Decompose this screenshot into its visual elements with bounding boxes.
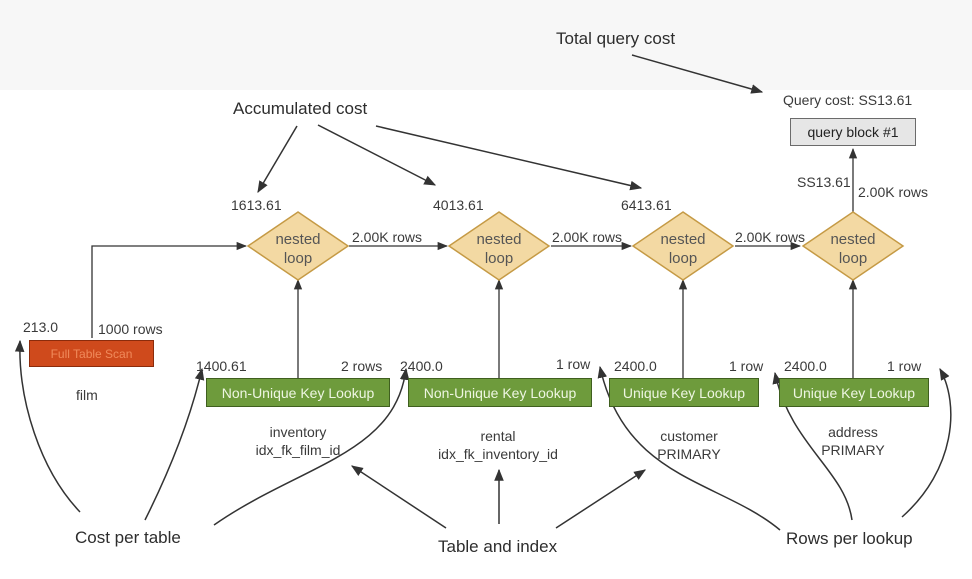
- arrow-index-1: [350, 465, 447, 529]
- query-block-cost: SS13.61: [797, 174, 851, 190]
- lookup-1-label: Non-Unique Key Lookup: [221, 384, 375, 401]
- lookup-4-index: PRIMARY: [821, 442, 885, 458]
- lookup-3-rows: 1 row: [729, 358, 764, 374]
- arrow-acc-3: [375, 125, 643, 191]
- lookup-4-node[interactable]: Unique Key Lookup: [779, 378, 929, 407]
- full-table-scan-node[interactable]: Full Table Scan: [29, 340, 154, 367]
- arrow-cost-to-lookup2: [213, 367, 410, 526]
- lookup-2-cost: 2400.0: [400, 358, 443, 374]
- arrow-total-cost: [631, 54, 764, 94]
- arrow-acc-2: [317, 124, 437, 186]
- lookup-3-table: customer: [660, 428, 718, 444]
- arrow-cost-to-lookup1: [144, 367, 205, 521]
- arrow-acc-1: [257, 125, 298, 194]
- lookup-3-cost: 2400.0: [614, 358, 657, 374]
- arrow-scan-to-loop1: [91, 241, 248, 338]
- annotation-rows-per-lookup: Rows per lookup: [786, 529, 913, 548]
- lookup-1-index: idx_fk_film_id: [255, 442, 341, 458]
- annotation-cost-per-table: Cost per table: [75, 528, 181, 547]
- nested-loop-diamond-2: [447, 211, 551, 281]
- lookup-2-node[interactable]: Non-Unique Key Lookup: [408, 378, 592, 407]
- arrow-rows-to-lookup4: [901, 367, 952, 518]
- lookup-4-rows: 1 row: [887, 358, 922, 374]
- full-scan-table: film: [76, 387, 98, 403]
- annotation-accumulated-cost: Accumulated cost: [233, 99, 368, 118]
- lookup-4-label: Unique Key Lookup: [792, 384, 916, 401]
- nested-loop-diamond-1: [246, 211, 350, 281]
- loop-3-rows: 2.00K rows: [735, 229, 806, 245]
- query-block-node[interactable]: query block #1: [790, 118, 916, 146]
- loop-1-rows: 2.00K rows: [352, 229, 423, 245]
- lookup-1-rows: 2 rows: [341, 358, 383, 374]
- lookup-2-label: Non-Unique Key Lookup: [423, 384, 577, 401]
- arrow-index-3: [555, 469, 647, 529]
- lookup-1-table: inventory: [269, 424, 327, 440]
- annotation-total-query-cost: Total query cost: [556, 29, 676, 48]
- loop-2-cost: 4013.61: [433, 197, 484, 213]
- lookup-2-rows: 1 row: [556, 356, 591, 372]
- lookup-1-cost: 1400.61: [196, 358, 247, 374]
- loop-1-cost: 1613.61: [231, 197, 282, 213]
- header-shade: [0, 0, 972, 90]
- loop-3-cost: 6413.61: [621, 197, 672, 213]
- full-scan-cost: 213.0: [23, 319, 59, 335]
- query-cost-label: Query cost: SS13.61: [783, 92, 913, 108]
- nested-loop-diamond-3: [631, 211, 735, 281]
- lookup-2-index: idx_fk_inventory_id: [438, 446, 558, 462]
- lookup-3-label: Unique Key Lookup: [622, 384, 746, 401]
- query-block-label: query block #1: [807, 124, 899, 140]
- query-block-rows: 2.00K rows: [858, 184, 929, 200]
- lookup-3-node[interactable]: Unique Key Lookup: [609, 378, 759, 407]
- lookup-2-table: rental: [480, 428, 516, 444]
- lookup-1-node[interactable]: Non-Unique Key Lookup: [206, 378, 390, 407]
- lookup-4-cost: 2400.0: [784, 358, 827, 374]
- lookup-4-table: address: [828, 424, 878, 440]
- full-scan-rows: 1000 rows: [98, 321, 163, 337]
- arrow-cost-to-scan: [14, 339, 81, 513]
- lookup-3-index: PRIMARY: [657, 446, 721, 462]
- full-table-scan-label: Full Table Scan: [50, 346, 133, 361]
- loop-2-rows: 2.00K rows: [552, 229, 623, 245]
- nested-loop-diamond-4: [801, 211, 905, 281]
- annotation-table-and-index: Table and index: [438, 537, 558, 556]
